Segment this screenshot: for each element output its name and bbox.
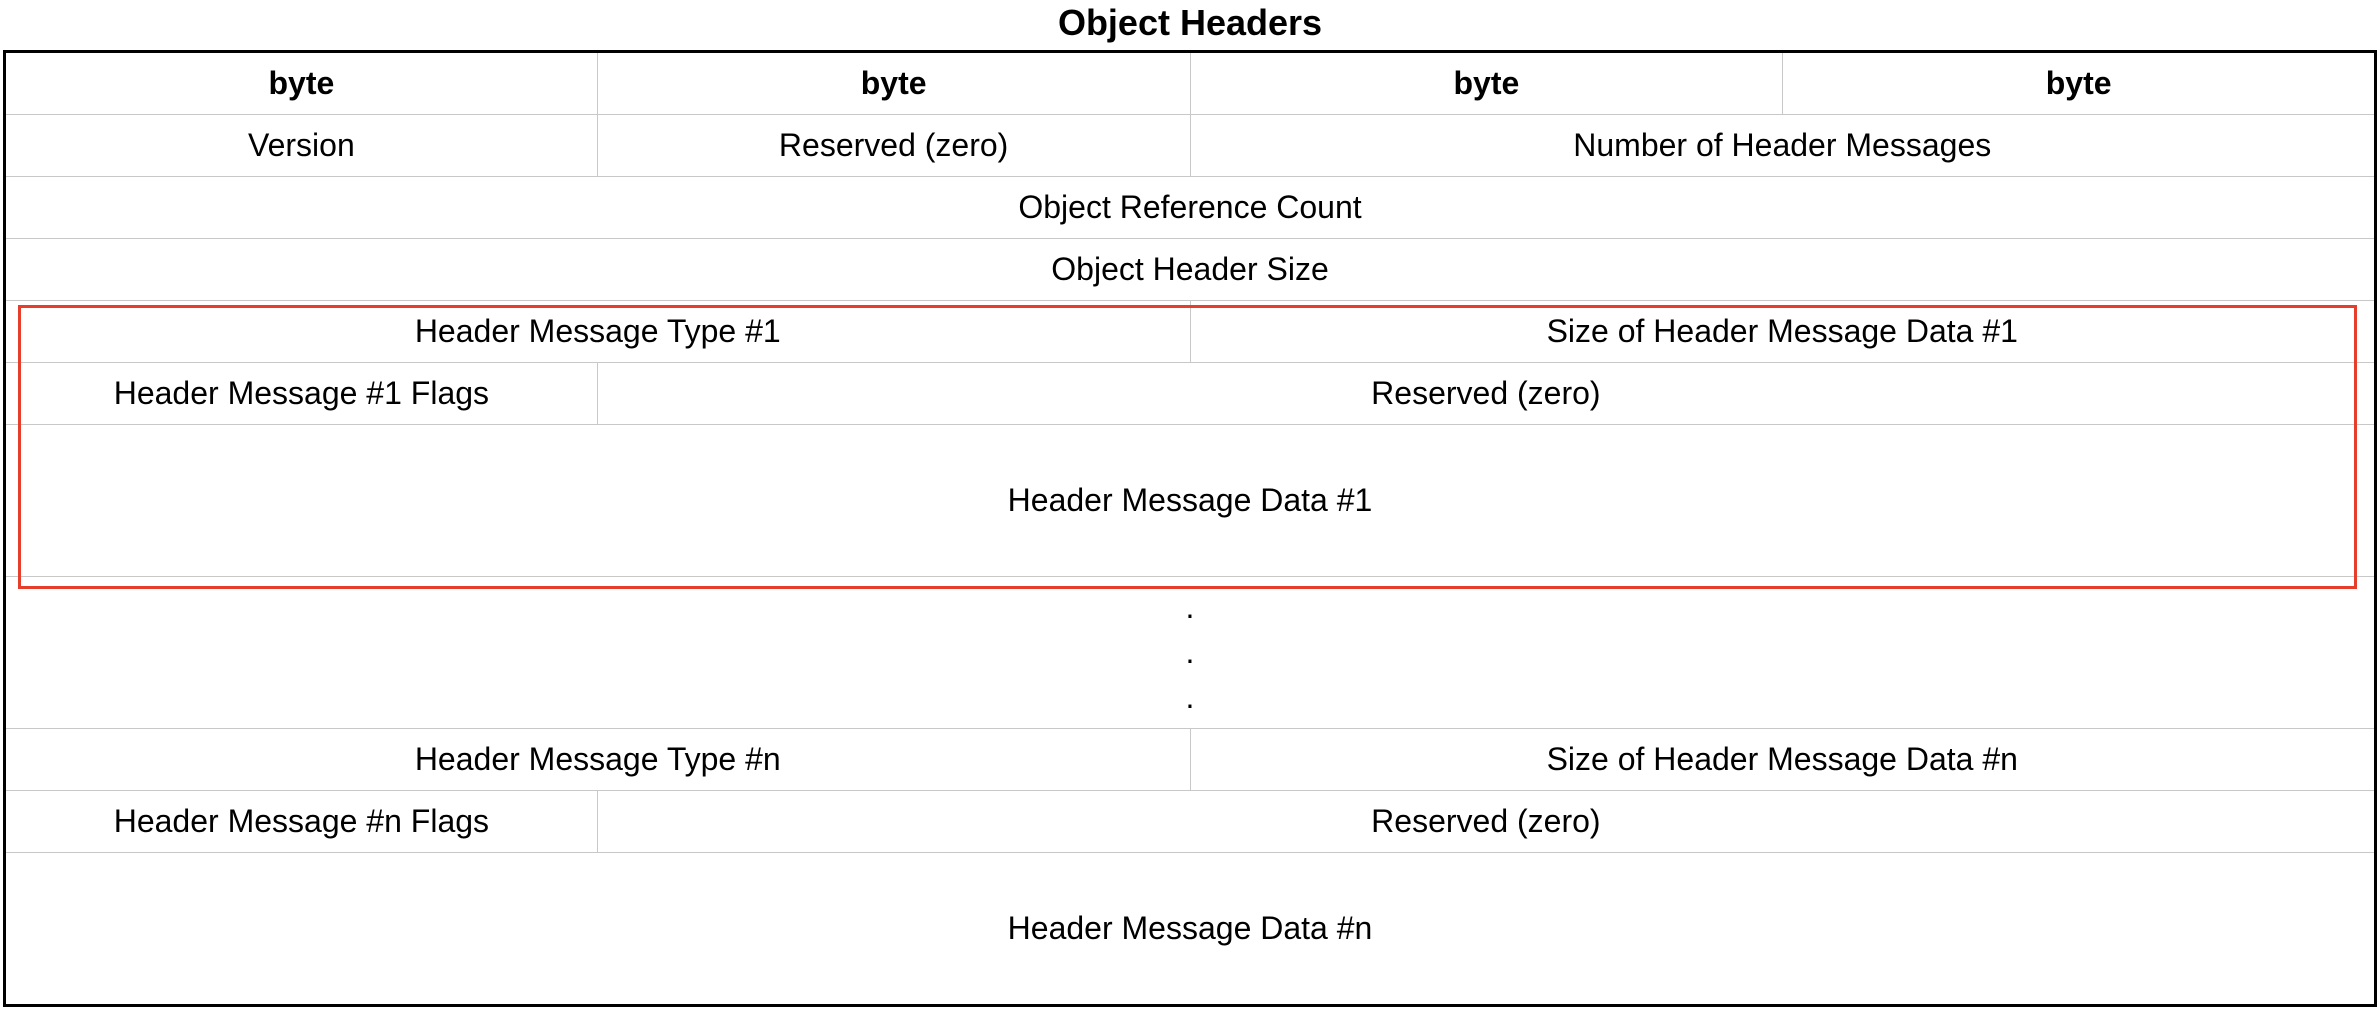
header-message-1-flags-field: Header Message #1 Flags (4, 362, 598, 425)
header-message-type-1-field: Header Message Type #1 (4, 300, 1191, 363)
message-1-reserved-field: Reserved (zero) (596, 362, 2377, 425)
header-size-row: Object Header Size (4, 238, 2376, 301)
ellipsis-dot: . (1185, 634, 1195, 670)
byte-column-header: byte (4, 51, 598, 115)
reference-count-row: Object Reference Count (4, 176, 2376, 239)
ellipsis-cell: . . . (4, 576, 2376, 729)
version-row: Version Reserved (zero) Number of Header… (4, 114, 2376, 177)
message-1-data-row: Header Message Data #1 (4, 424, 2376, 577)
ellipsis-row: . . . (4, 576, 2376, 729)
message-n-data-row: Header Message Data #n (4, 852, 2376, 1006)
object-header-size-field: Object Header Size (4, 238, 2376, 301)
ellipsis-dot: . (1185, 589, 1195, 625)
header-message-n-flags-field: Header Message #n Flags (4, 790, 598, 853)
message-n-type-row: Header Message Type #n Size of Header Me… (4, 728, 2376, 791)
number-of-header-messages-field: Number of Header Messages (1189, 114, 2376, 177)
message-1-type-row: Header Message Type #1 Size of Header Me… (4, 300, 2376, 363)
diagram-title: Object Headers (1057, 2, 1323, 43)
byte-column-header: byte (1189, 51, 1784, 115)
ellipsis-dot: . (1185, 679, 1195, 715)
header-message-data-size-1-field: Size of Header Message Data #1 (1189, 300, 2376, 363)
byte-header-row: byte byte byte byte (4, 51, 2376, 115)
reserved-field: Reserved (zero) (596, 114, 1191, 177)
header-message-type-n-field: Header Message Type #n (4, 728, 1191, 791)
byte-column-header: byte (596, 51, 1191, 115)
header-message-data-1-field: Header Message Data #1 (4, 424, 2376, 577)
header-message-data-n-field: Header Message Data #n (4, 852, 2376, 1006)
message-n-reserved-field: Reserved (zero) (596, 790, 2377, 853)
version-field: Version (4, 114, 598, 177)
message-1-flags-row: Header Message #1 Flags Reserved (zero) (4, 362, 2377, 425)
object-header-layout-table: byte byte byte byte Version Reserved (ze… (3, 50, 2377, 1007)
message-n-flags-row: Header Message #n Flags Reserved (zero) (4, 790, 2377, 853)
object-reference-count-field: Object Reference Count (4, 176, 2376, 239)
byte-column-header: byte (1782, 51, 2376, 115)
header-message-data-size-n-field: Size of Header Message Data #n (1189, 728, 2376, 791)
